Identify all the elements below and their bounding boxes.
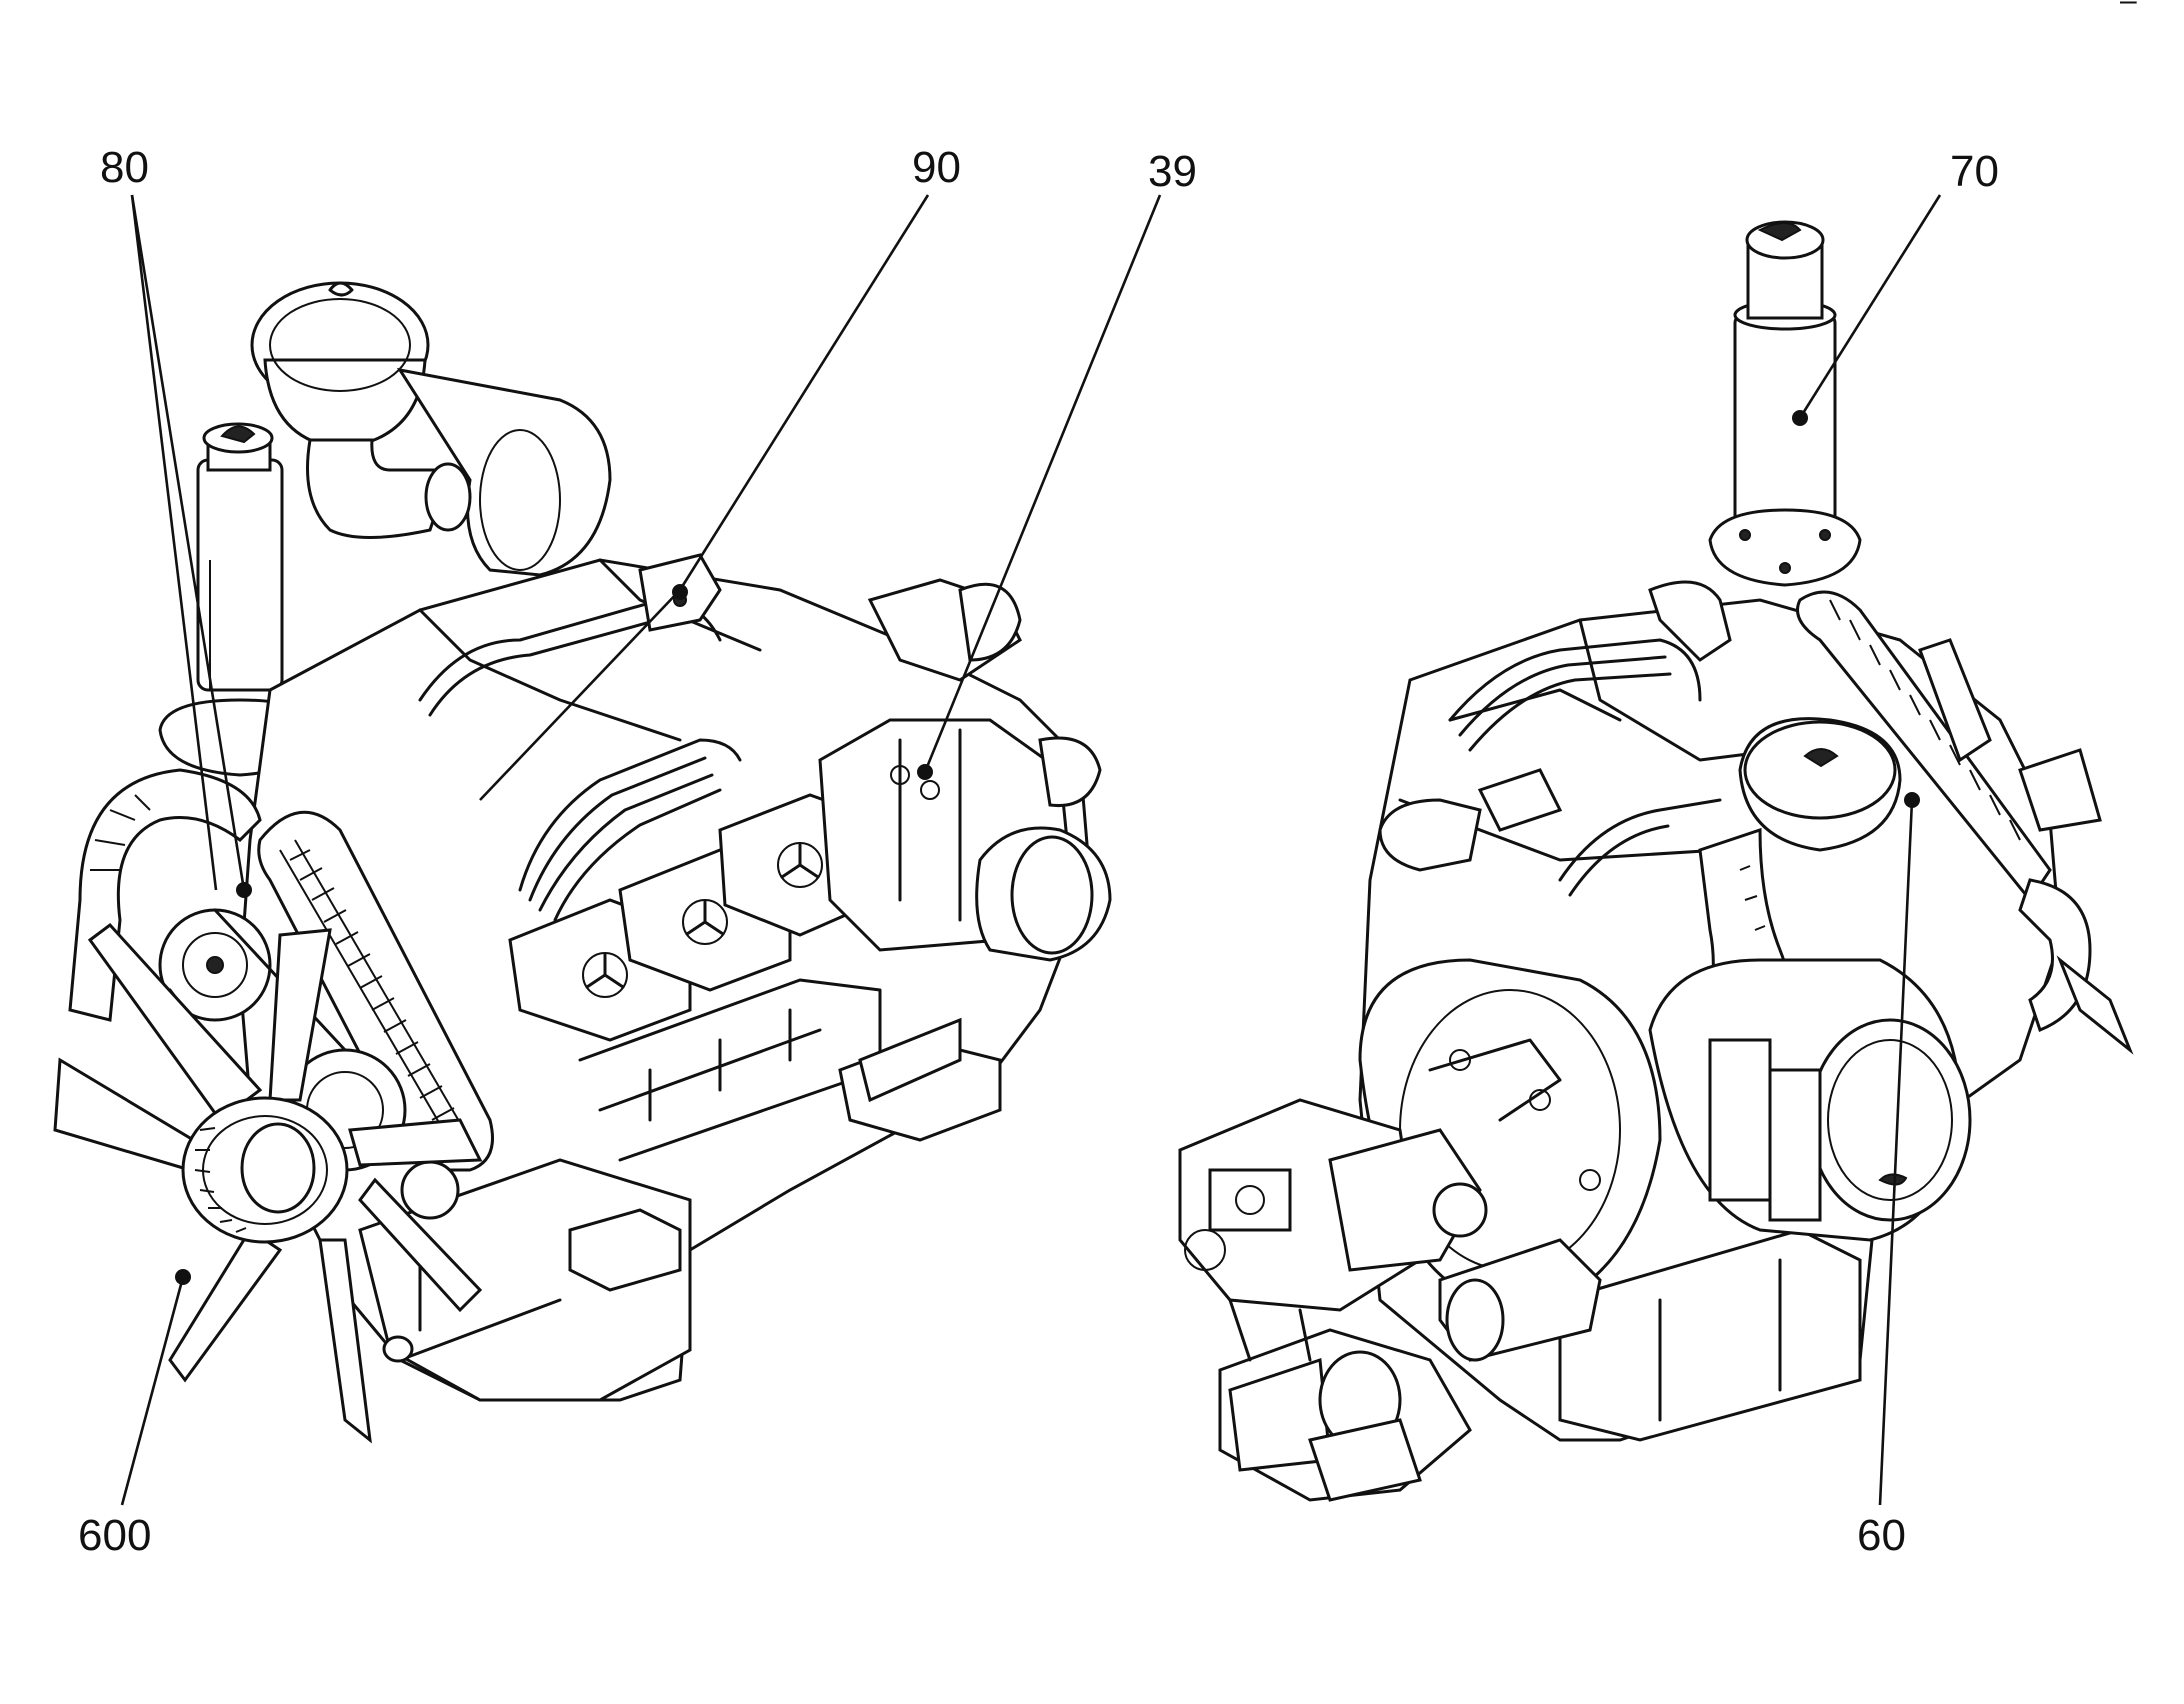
left-engine-accessories bbox=[568, 578, 1112, 1292]
leader-70 bbox=[1798, 194, 1942, 419]
leader-80-b bbox=[130, 194, 218, 891]
callout-90: 90 bbox=[912, 143, 961, 192]
engine-rear-right-view bbox=[1178, 220, 2134, 1502]
callout-80: 80 bbox=[100, 143, 149, 192]
leader-600 bbox=[120, 1276, 185, 1506]
callout-39: 39 bbox=[1148, 147, 1197, 196]
cooling-fan bbox=[53, 922, 483, 1444]
leader-lines bbox=[120, 194, 1942, 1506]
leader-39 bbox=[923, 194, 1162, 773]
corner-mark: – bbox=[2120, 0, 2137, 17]
hydraulic-pump-group bbox=[1178, 1098, 1602, 1502]
engine-front-left-view bbox=[53, 281, 1112, 1444]
leader-60 bbox=[1878, 799, 1914, 1506]
leader-90-b bbox=[479, 589, 681, 801]
callout-60: 60 bbox=[1857, 1511, 1906, 1560]
exhaust-stack bbox=[1708, 220, 1862, 587]
callout-600: 600 bbox=[78, 1511, 151, 1560]
callout-labels: 80 90 39 70 600 60 bbox=[78, 143, 1999, 1560]
leader-90 bbox=[678, 194, 930, 591]
callout-70: 70 bbox=[1950, 147, 1999, 196]
fan-blades-right bbox=[1918, 638, 2134, 1055]
leader-80 bbox=[130, 194, 246, 891]
air-filter bbox=[250, 281, 612, 577]
coolant-hose-left bbox=[68, 768, 494, 1172]
air-filter-right bbox=[1648, 717, 1972, 1242]
fuel-lines-right bbox=[1378, 638, 1722, 897]
